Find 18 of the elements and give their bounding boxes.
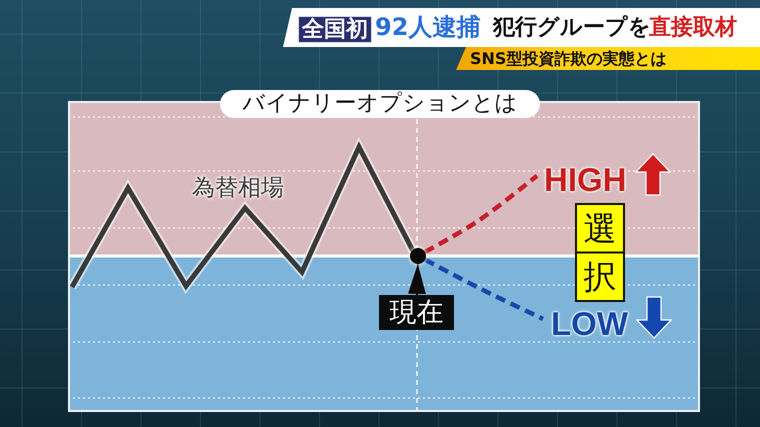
series-label: 為替相場 — [192, 176, 284, 202]
callout-pointer — [408, 264, 426, 296]
choice-box — [575, 203, 625, 302]
headline-tag — [298, 16, 372, 43]
option-label: LOW — [551, 306, 628, 342]
title-text: バイナリーオプションとは — [242, 90, 518, 118]
subtitle-banner — [456, 47, 760, 70]
headline-banner — [283, 8, 760, 47]
callout-text: 現在 — [390, 296, 444, 330]
option-label: HIGH — [544, 162, 626, 198]
headline-tag-text: 全国初 — [302, 17, 368, 42]
headline-text: 92人逮捕 — [375, 12, 480, 43]
choice-text: 選択 — [584, 208, 616, 298]
subtitle-text: SNS型投資詐欺の実態とは — [470, 48, 666, 70]
headline-text: 直接取材 — [649, 14, 737, 42]
dashed-connector — [424, 174, 538, 254]
dashed-connector — [424, 258, 544, 321]
callout-box — [379, 295, 454, 330]
